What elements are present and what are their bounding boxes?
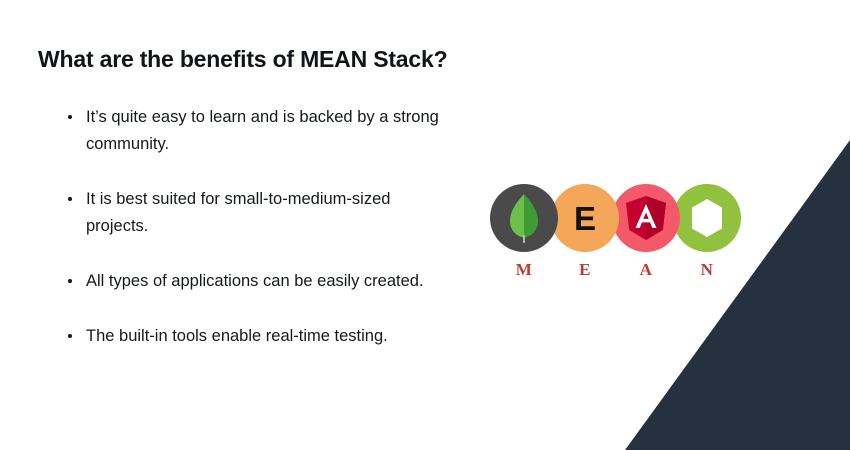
list-item: It’s quite easy to learn and is backed b… <box>66 104 458 158</box>
list-item: It is best suited for small-to-medium-si… <box>66 186 446 240</box>
list-item: All types of applications can be easily … <box>66 268 441 295</box>
list-item: The built-in tools enable real-time test… <box>66 323 416 350</box>
nodejs-hexagon-icon <box>692 199 722 237</box>
mean-logo-circles: E <box>490 184 748 254</box>
angular-shield-icon <box>626 196 666 240</box>
list-item-text: All types of applications can be easily … <box>86 272 424 290</box>
mean-letter-a: A <box>639 260 653 279</box>
page-title: What are the benefits of MEAN Stack? <box>38 46 448 72</box>
mean-stack-logo: E M E A N <box>490 184 748 280</box>
benefits-list: It’s quite easy to learn and is backed b… <box>66 104 466 350</box>
bullet-dot-icon <box>68 279 72 283</box>
list-item-text: It’s quite easy to learn and is backed b… <box>86 108 439 153</box>
mean-letter-n: N <box>700 260 714 279</box>
mean-letter-m: M <box>515 260 533 279</box>
mongodb-circle <box>490 184 558 252</box>
nodejs-circle <box>673 184 741 252</box>
list-item-text: The built-in tools enable real-time test… <box>86 327 388 345</box>
express-circle: E <box>551 184 619 252</box>
letter-e-glyph: E <box>573 199 596 237</box>
mean-logo-letters: M E A N <box>490 260 748 284</box>
bullet-dot-icon <box>68 334 72 338</box>
mean-letter-e: E <box>579 260 591 279</box>
bullet-dot-icon <box>68 197 72 201</box>
angular-circle <box>612 184 680 252</box>
list-item-text: It is best suited for small-to-medium-si… <box>86 190 391 235</box>
bullet-dot-icon <box>68 115 72 119</box>
mongodb-leaf-icon <box>510 194 538 243</box>
